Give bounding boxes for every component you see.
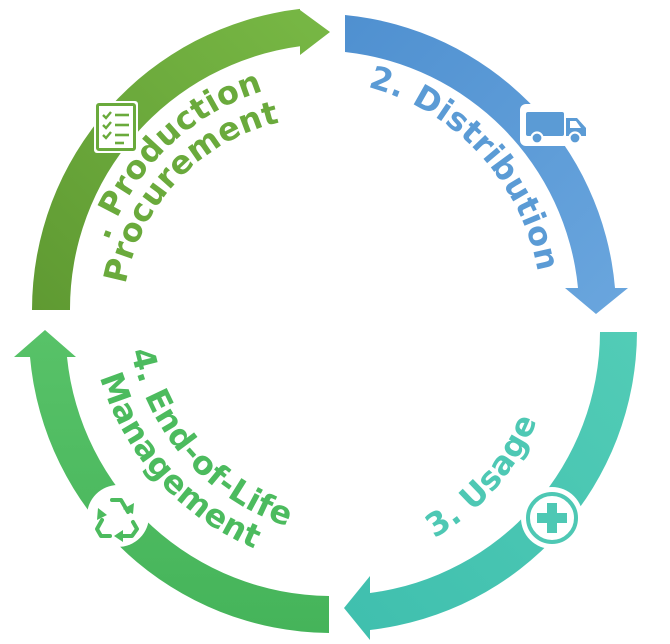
arrow-end-of-life <box>14 330 329 633</box>
medical-cross-icon <box>521 487 583 549</box>
arrow-distribution <box>345 15 628 314</box>
arrow-usage <box>344 332 637 640</box>
recycle-icon <box>87 485 149 547</box>
truck-icon <box>520 104 590 146</box>
arrow-production <box>31 8 331 311</box>
checklist-icon <box>94 101 138 153</box>
